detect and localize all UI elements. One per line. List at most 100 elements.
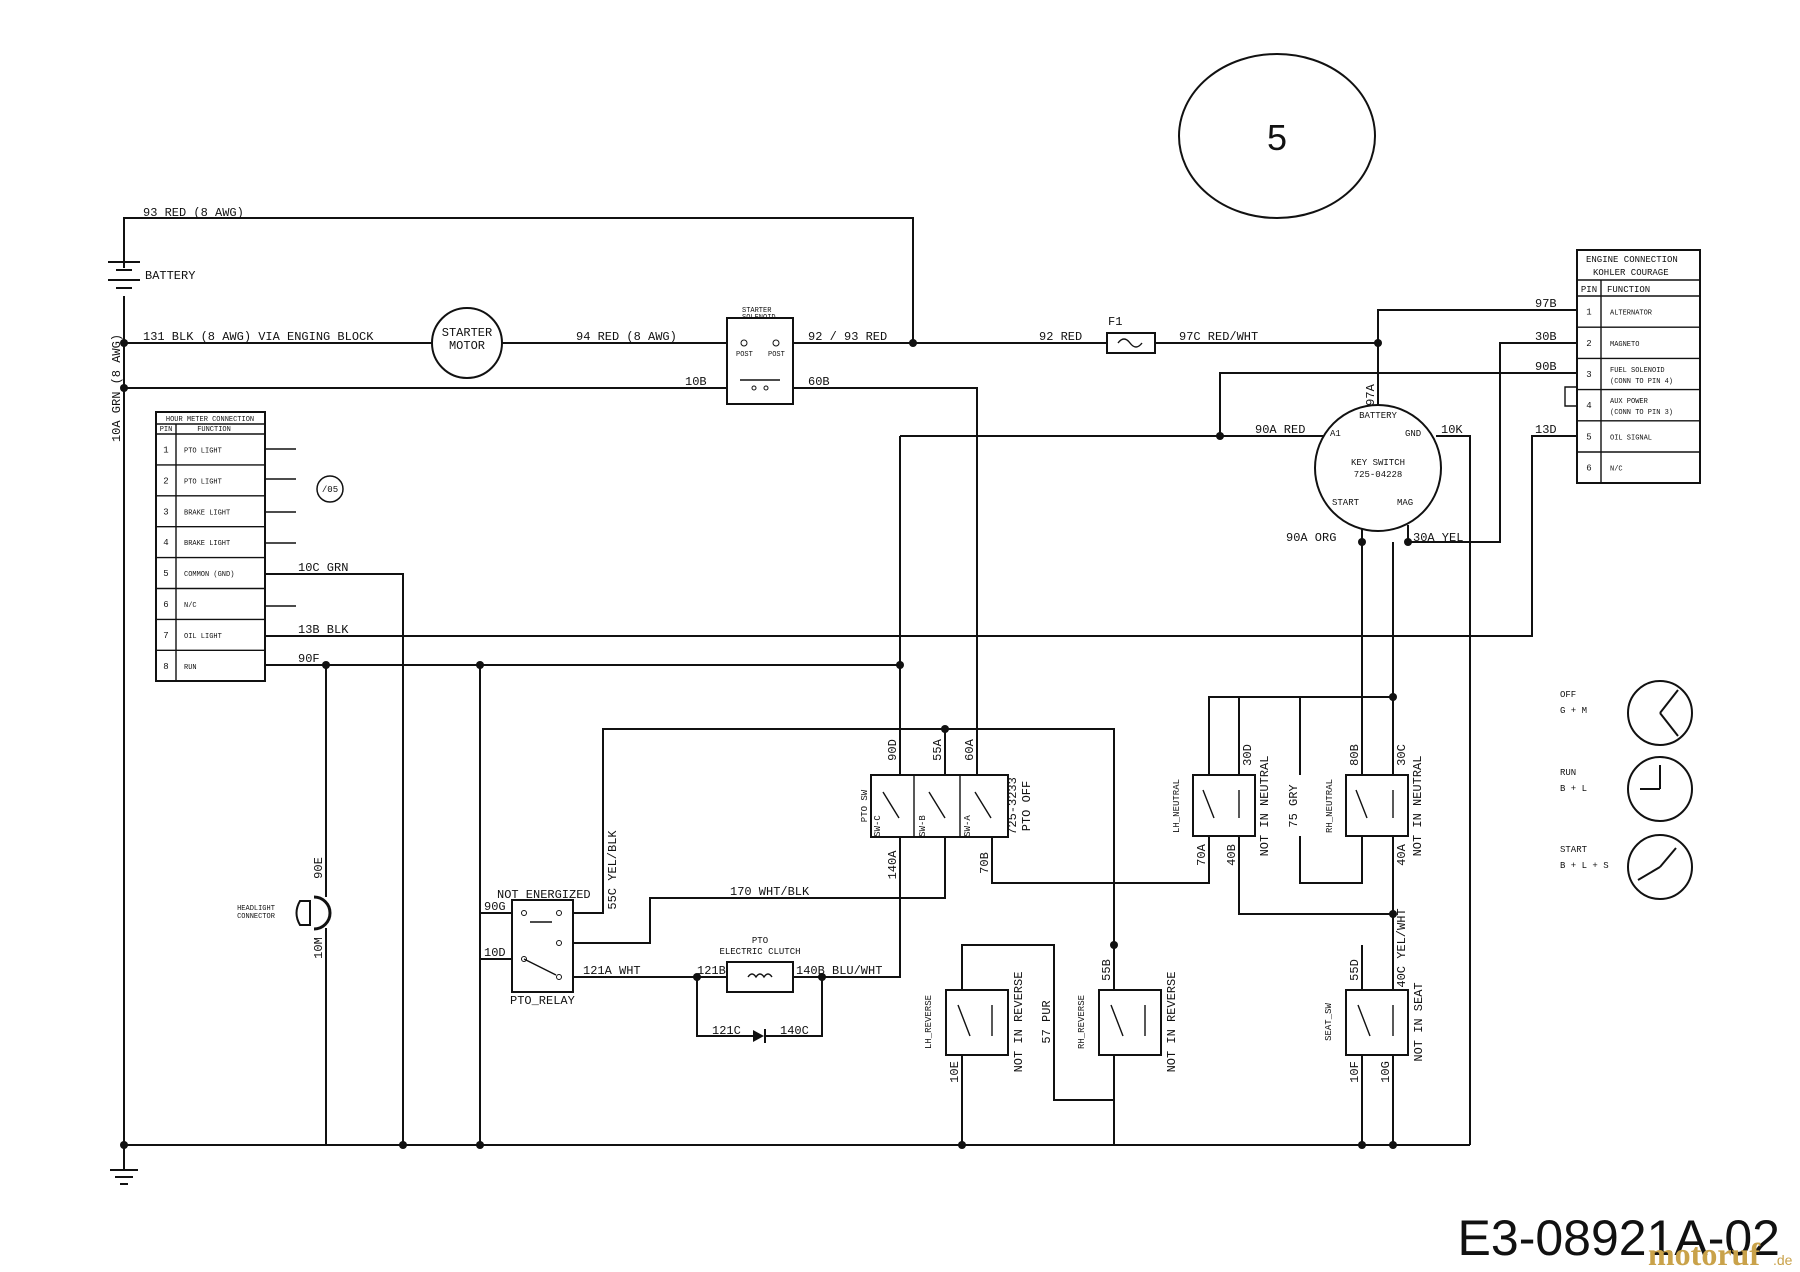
svg-text:10K: 10K	[1441, 423, 1463, 437]
svg-text:90G: 90G	[484, 900, 506, 914]
hour-meter-function: COMMON (GND)	[184, 571, 234, 579]
engine-pin: 1	[1586, 308, 1591, 318]
wire-labels: 93 RED (8 AWG) 131 BLK (8 AWG) VIA ENGIN…	[110, 206, 1557, 1083]
hour-meter-pin: 3	[163, 507, 168, 517]
svg-text:75 GRY: 75 GRY	[1287, 784, 1301, 827]
svg-text:PTO_RELAY: PTO_RELAY	[510, 994, 575, 1008]
svg-text:55A: 55A	[931, 738, 945, 760]
svg-text:START: START	[1560, 845, 1588, 855]
svg-text:10C GRN: 10C GRN	[298, 561, 348, 575]
fuse-f1: F1	[1106, 315, 1156, 354]
junction-dots	[120, 339, 1412, 1149]
hour-meter-function: PTO LIGHT	[184, 447, 222, 455]
svg-text:57 PUR: 57 PUR	[1040, 1000, 1054, 1043]
svg-text:725-3233: 725-3233	[1006, 777, 1020, 835]
key-position-start: START B + L + S	[1560, 834, 1693, 900]
svg-text:POST: POST	[736, 351, 753, 359]
starter-motor: STARTER MOTOR	[431, 307, 503, 379]
hour-meter-function: PTO LIGHT	[184, 478, 222, 486]
rh-neutral-switch: RH_NEUTRAL NOT IN NEUTRAL	[1325, 756, 1425, 857]
svg-text:90D: 90D	[886, 739, 900, 761]
engine-function-note: (CONN TO PIN 3)	[1610, 409, 1673, 417]
hour-meter-pin: 8	[163, 662, 168, 672]
svg-text:40A: 40A	[1395, 843, 1409, 865]
svg-text:STARTER: STARTER	[442, 326, 492, 340]
svg-text:97B: 97B	[1535, 297, 1557, 311]
key-position-off: OFF G + M	[1560, 680, 1693, 746]
svg-text:140A: 140A	[886, 850, 900, 880]
svg-text:121B: 121B	[697, 964, 726, 978]
svg-text:LH_REVERSE: LH_REVERSE	[924, 995, 934, 1049]
svg-text:KEY SWITCH: KEY SWITCH	[1351, 458, 1405, 468]
engine-function: MAGNETO	[1610, 341, 1639, 349]
headlight-connector: HEADLIGHT CONNECTOR	[237, 895, 332, 931]
svg-text:MOTOR: MOTOR	[449, 339, 485, 353]
svg-text:RH_REVERSE: RH_REVERSE	[1077, 995, 1087, 1049]
svg-text:10M: 10M	[312, 937, 326, 959]
svg-text:131 BLK (8 AWG) VIA ENGING BLO: 131 BLK (8 AWG) VIA ENGING BLOCK	[143, 330, 374, 344]
svg-text:70A: 70A	[1195, 843, 1209, 865]
rh-reverse-switch: RH_REVERSE NOT IN REVERSE	[1077, 972, 1179, 1073]
svg-text:92 / 93 RED: 92 / 93 RED	[808, 330, 887, 344]
svg-text:B + L + S: B + L + S	[1560, 861, 1609, 871]
svg-text:OFF: OFF	[1560, 690, 1576, 700]
svg-text:90A ORG: 90A ORG	[1286, 531, 1336, 545]
svg-text:SW-C: SW-C	[873, 815, 883, 837]
svg-text:10E: 10E	[948, 1061, 962, 1083]
svg-text:ENGINE CONNECTION: ENGINE CONNECTION	[1586, 255, 1678, 265]
engine-pin: 3	[1586, 370, 1591, 380]
svg-text:121A WHT: 121A WHT	[583, 964, 641, 978]
svg-text:90B: 90B	[1535, 360, 1557, 374]
svg-text:10D: 10D	[484, 946, 506, 960]
svg-text:PTO OFF: PTO OFF	[1020, 781, 1034, 831]
svg-text:97C RED/WHT: 97C RED/WHT	[1179, 330, 1258, 344]
engine-function: AUX POWER	[1610, 398, 1649, 406]
hour-meter-pin: 5	[163, 569, 168, 579]
hour-meter-function: N/C	[184, 602, 197, 610]
svg-text:93 RED (8 AWG): 93 RED (8 AWG)	[143, 206, 244, 220]
engine-function: OIL SIGNAL	[1610, 434, 1652, 442]
svg-text:motoruf: motoruf	[1648, 1236, 1760, 1272]
svg-text:MAG: MAG	[1397, 498, 1413, 508]
svg-text:55D: 55D	[1348, 959, 1362, 981]
page-number-badge: 5	[1178, 53, 1376, 219]
engine-pin: 6	[1586, 464, 1591, 474]
svg-text:RUN: RUN	[1560, 768, 1576, 778]
svg-text:NOT IN NEUTRAL: NOT IN NEUTRAL	[1258, 756, 1272, 857]
svg-text:FUNCTION: FUNCTION	[1607, 285, 1650, 295]
svg-text:BATTERY: BATTERY	[1359, 411, 1397, 421]
svg-text:NOT ENERGIZED: NOT ENERGIZED	[497, 888, 591, 902]
svg-text:SW-B: SW-B	[918, 815, 928, 837]
svg-text:10G: 10G	[1379, 1061, 1393, 1083]
svg-text:40C YEL/WHT: 40C YEL/WHT	[1395, 908, 1409, 987]
svg-text:30C: 30C	[1395, 744, 1409, 766]
svg-text:.de: .de	[1773, 1252, 1793, 1268]
svg-text:NOT IN REVERSE: NOT IN REVERSE	[1012, 972, 1026, 1073]
svg-text:START: START	[1332, 498, 1360, 508]
svg-text:10B: 10B	[685, 375, 707, 389]
key-positions: OFF G + M RUN B + L START B + L + S	[1560, 680, 1693, 900]
svg-text:PIN: PIN	[160, 426, 173, 434]
hour-meter-function: RUN	[184, 664, 197, 672]
svg-text:90A RED: 90A RED	[1255, 423, 1305, 437]
svg-text:NOT IN SEAT: NOT IN SEAT	[1412, 982, 1426, 1061]
svg-text:PTO: PTO	[752, 936, 768, 946]
svg-text:F1: F1	[1108, 315, 1122, 329]
svg-text:ELECTRIC CLUTCH: ELECTRIC CLUTCH	[719, 947, 800, 957]
engine-function: ALTERNATOR	[1610, 310, 1653, 318]
svg-text:90F: 90F	[298, 652, 320, 666]
svg-text:STARTER: STARTER	[742, 307, 772, 315]
hour-meter-pin: 4	[163, 538, 168, 548]
engine-function: FUEL SOLENOID	[1610, 367, 1665, 375]
svg-text:90E: 90E	[312, 857, 326, 879]
svg-text:10F: 10F	[1348, 1061, 1362, 1083]
battery-symbol: BATTERY	[108, 261, 195, 289]
svg-text:HOUR METER CONNECTION: HOUR METER CONNECTION	[166, 416, 254, 424]
svg-text:LH_NEUTRAL: LH_NEUTRAL	[1172, 779, 1182, 833]
svg-text:PTO SW: PTO SW	[860, 789, 870, 822]
hour-meter-function: BRAKE LIGHT	[184, 509, 230, 517]
svg-text:13D: 13D	[1535, 423, 1557, 437]
starter-solenoid: STARTER SOLENOID POST POST	[726, 307, 794, 405]
svg-text:30D: 30D	[1241, 744, 1255, 766]
